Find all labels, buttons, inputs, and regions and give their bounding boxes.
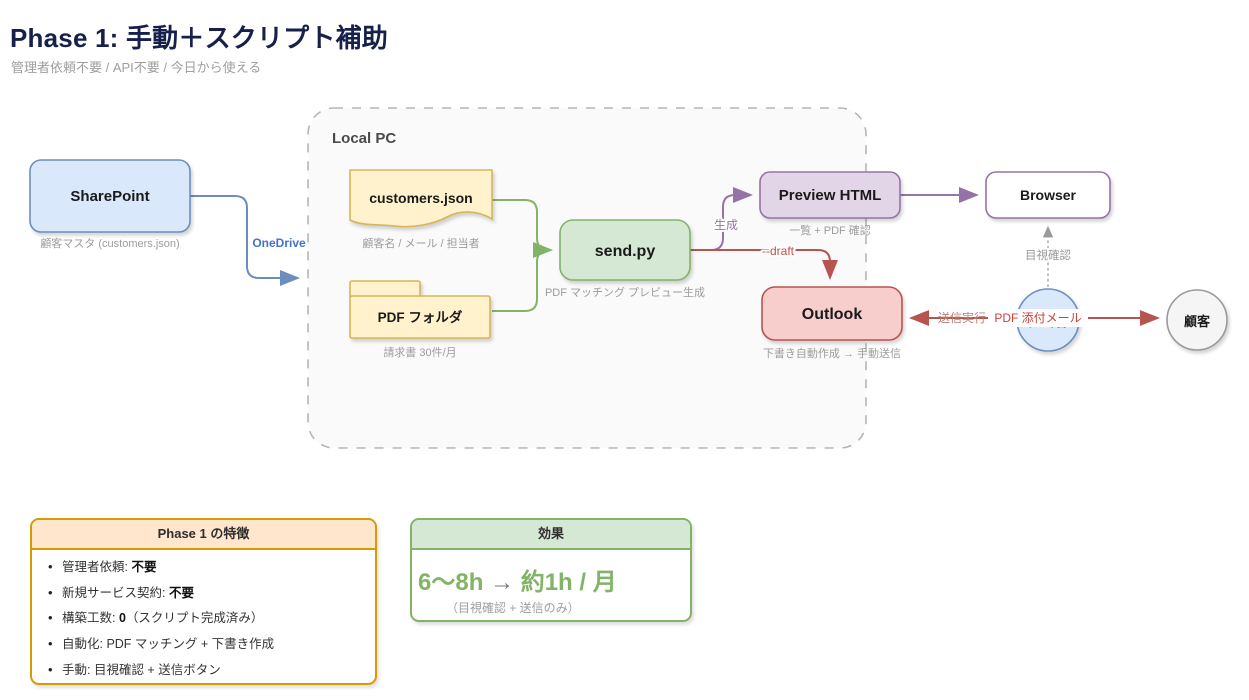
customer-label: 顧客 [1184, 314, 1211, 329]
edge-sharepoint-localpc [190, 195, 300, 286]
feature-item-manual: 手動: 目視確認 + 送信ボタン [48, 662, 361, 679]
sharepoint-label: SharePoint [70, 188, 149, 205]
edge-sendpy-outlook [690, 249, 838, 280]
feature-item-contract: 新規サービス契約: 不要 [48, 585, 361, 602]
effect-box-title: 効果 [412, 520, 690, 550]
customers-json-node: customers.json 顧客名 / メール / 担当者 [349, 169, 493, 250]
browser-node: Browser [985, 171, 1111, 219]
outlook-caption: 下書き自動作成 → 手動送信 [763, 346, 901, 360]
send-py-caption: PDF マッチング プレビュー生成 [545, 285, 705, 299]
send-exec-edge-label: 送信実行 [938, 310, 986, 325]
feature-item-build-cost: 構築工数: 0（スクリプト完成済み） [48, 610, 361, 627]
pdf-folder-caption: 請求書 30件/月 [383, 345, 456, 359]
customers-json-caption: 顧客名 / メール / 担当者 [362, 236, 479, 250]
features-list: 管理者依頼: 不要 新規サービス契約: 不要 構築工数: 0（スクリプト完成済み… [32, 559, 375, 679]
local-pc-label: Local PC [332, 130, 396, 147]
sharepoint-caption: 顧客マスタ (customers.json) [40, 236, 179, 250]
effect-before: 6〜8h [418, 569, 484, 596]
pdf-folder-label: PDF フォルダ [378, 309, 463, 325]
send-py-label: send.py [595, 243, 656, 260]
features-box: Phase 1 の特徴 管理者依頼: 不要 新規サービス契約: 不要 構築工数:… [30, 518, 377, 685]
effect-arrow: → [490, 569, 515, 596]
page-subtitle: 管理者依頼不要 / API不要 / 今日から使える [11, 60, 262, 75]
flow-diagram: Local PC SharePoint 顧客マスタ (customers.jso… [29, 107, 1228, 449]
browser-label: Browser [1020, 187, 1077, 203]
features-box-title: Phase 1 の特徴 [32, 520, 375, 550]
customer-node: 顧客 [1166, 289, 1228, 351]
edges [190, 187, 1160, 326]
feature-item-admin: 管理者依頼: 不要 [48, 559, 361, 576]
effect-box: 効果 6〜8h → 約1h / 月 （目視確認 + 送信のみ） [410, 518, 692, 622]
preview-html-node: Preview HTML 一覧 + PDF 確認 [759, 171, 901, 237]
outlook-label: Outlook [802, 306, 863, 323]
edge-customersjson-sendpy [492, 199, 553, 258]
feature-item-automation: 自動化: PDF マッチング + 下書き作成 [48, 636, 361, 653]
edge-pdffolder-sendpy [492, 249, 550, 312]
svg-text:PDF 添付メール: PDF 添付メール [994, 311, 1081, 325]
visual-check-edge-label: 目視確認 [1025, 248, 1071, 262]
preview-html-caption: 一覧 + PDF 確認 [789, 223, 871, 237]
pdf-mail-edge-label: PDF 添付メール [988, 309, 1088, 327]
page-title: Phase 1: 手動＋スクリプト補助 [10, 23, 388, 53]
preview-html-label: Preview HTML [779, 187, 882, 204]
pdf-folder-node: PDF フォルダ 請求書 30件/月 [349, 280, 491, 359]
effect-note: （目視確認 + 送信のみ） [446, 601, 580, 615]
sharepoint-node: SharePoint 顧客マスタ (customers.json) [29, 159, 191, 250]
effect-highlight: 6〜8h → 約1h / 月 [418, 562, 690, 597]
send-py-node: send.py PDF マッチング プレビュー生成 [545, 219, 705, 299]
draft-edge-label: --draft [762, 244, 795, 258]
onedrive-edge-label: OneDrive [252, 236, 306, 250]
effect-after: 約1h / 月 [520, 569, 617, 596]
customers-json-label: customers.json [369, 190, 472, 206]
generate-edge-label: 生成 [714, 218, 738, 232]
outlook-node: Outlook 下書き自動作成 → 手動送信 [761, 286, 903, 360]
